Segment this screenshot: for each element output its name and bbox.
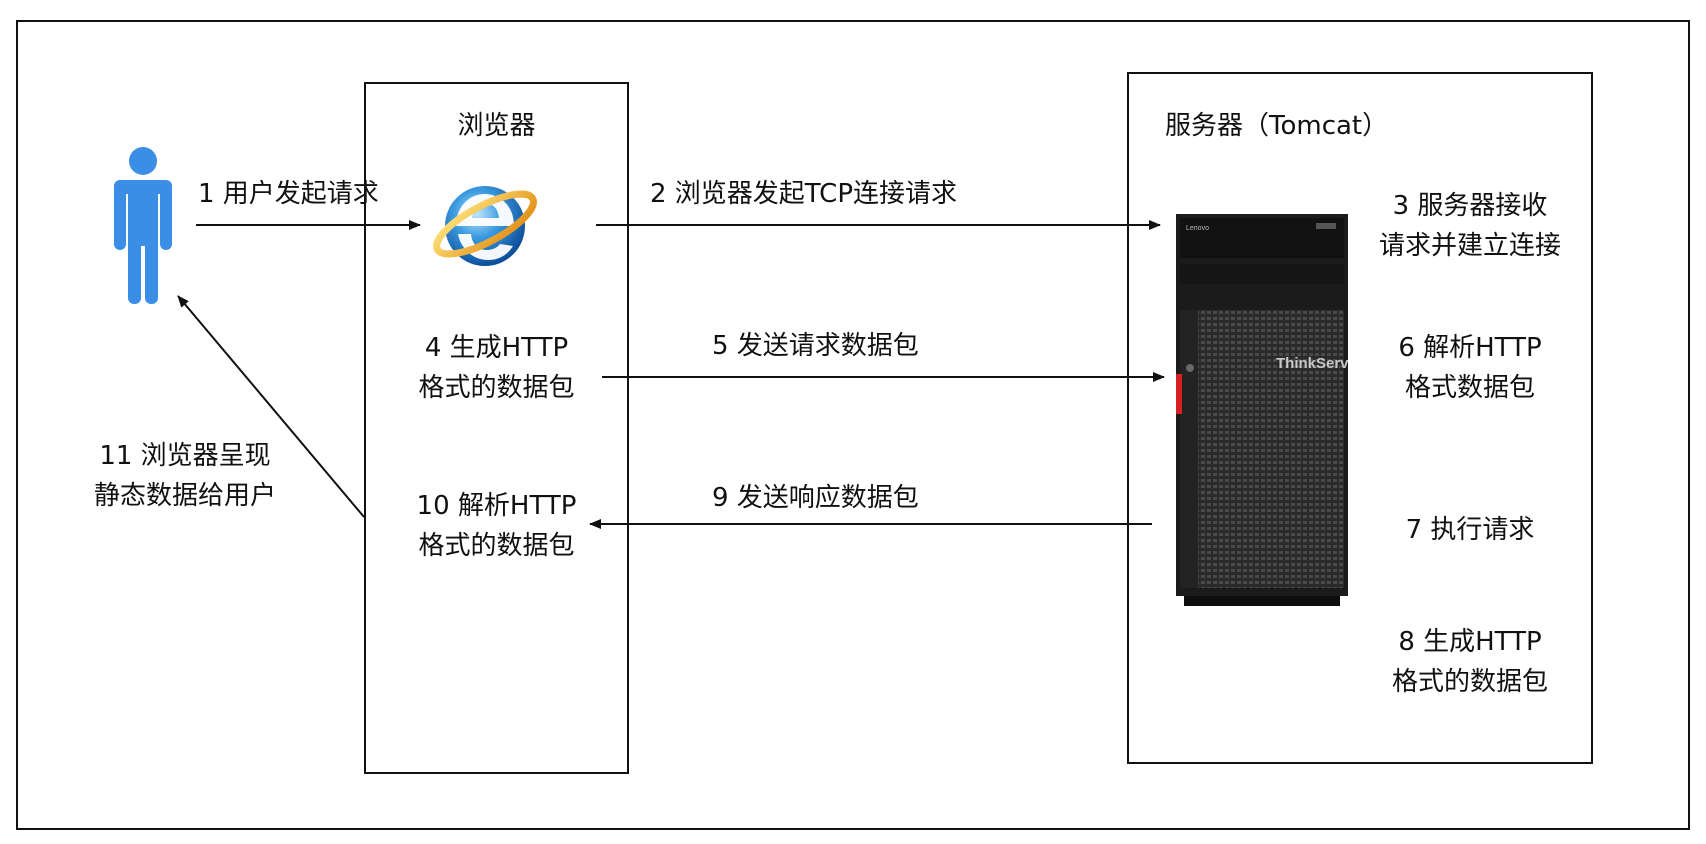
step-10-label: 10 解析HTTP 格式的数据包 — [364, 486, 629, 566]
internet-explorer-icon — [433, 186, 537, 266]
diagram-frame — [16, 20, 1690, 830]
step-8-line2: 格式的数据包 — [1391, 667, 1548, 697]
step-7-label: 7 执行请求 — [1405, 515, 1535, 545]
server-brand: Lenovo — [1186, 225, 1209, 232]
server-title: 服务器（Tomcat） — [1165, 111, 1389, 141]
step-10-line1: 10 解析HTTP — [416, 491, 577, 521]
server-model: ThinkServer — [1276, 355, 1348, 372]
server-box — [1127, 72, 1593, 764]
browser-box — [364, 82, 629, 774]
step-3-label: 3 服务器接收 请求并建立连接 — [1360, 186, 1580, 266]
step-11-label: 11 浏览器呈现 静态数据给用户 — [60, 436, 310, 516]
step-1-label: 1 用户发起请求 — [198, 179, 379, 209]
step-4-line2: 格式的数据包 — [418, 373, 575, 403]
step-8-line1: 8 生成HTTP — [1398, 627, 1542, 657]
step-6-line1: 6 解析HTTP — [1398, 333, 1542, 363]
person-icon — [114, 147, 172, 304]
step-11-line2: 静态数据给用户 — [93, 481, 276, 511]
step-11-line1: 11 浏览器呈现 — [99, 441, 271, 471]
tower-server-icon: Lenovo ThinkServer — [1176, 214, 1348, 606]
arrow-render-to-user — [177, 295, 365, 518]
step-5-label: 5 发送请求数据包 — [712, 331, 919, 361]
step-6-label: 6 解析HTTP 格式数据包 — [1360, 328, 1580, 408]
step-9-label: 9 发送响应数据包 — [712, 483, 919, 513]
step-8-label: 8 生成HTTP 格式的数据包 — [1360, 622, 1580, 702]
step-3-line2: 请求并建立连接 — [1378, 231, 1561, 261]
step-4-label: 4 生成HTTP 格式的数据包 — [364, 328, 629, 408]
step-6-line2: 格式数据包 — [1404, 373, 1535, 403]
step-3-line1: 3 服务器接收 — [1392, 191, 1548, 221]
step-10-line2: 格式的数据包 — [418, 531, 575, 561]
step-2-label: 2 浏览器发起TCP连接请求 — [650, 179, 957, 209]
browser-title: 浏览器 — [457, 111, 536, 141]
step-4-line1: 4 生成HTTP — [424, 333, 569, 363]
